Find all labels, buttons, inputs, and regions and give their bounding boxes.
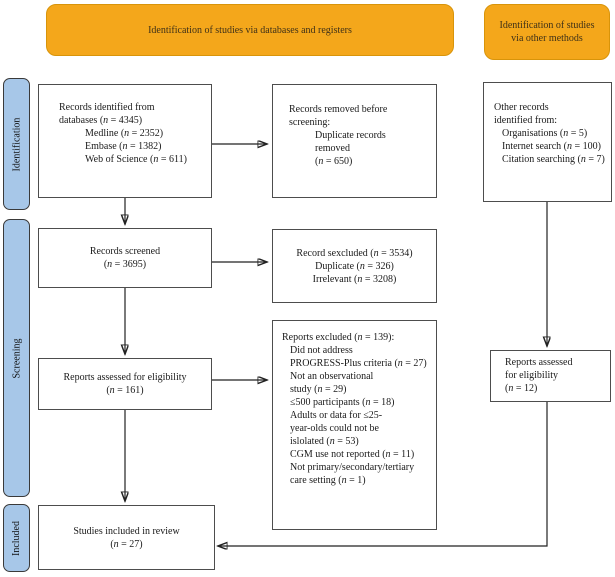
box-other-records-identified: Other records identified from: Organisatio… — [483, 82, 612, 202]
box-line: (n = 12) — [505, 383, 538, 394]
box-line: Records screened — [89, 246, 161, 257]
box-line: Reports assessed — [505, 357, 573, 368]
box-reports-assessed-other-methods: Reports assessed for eligibility (n = 12) — [490, 350, 611, 402]
box-line: removed — [315, 143, 350, 154]
box-line: CGM use not reported (n = 11) — [290, 449, 415, 460]
box-line: (n = 161) — [106, 385, 144, 396]
box-line: Did not address — [290, 345, 353, 356]
box-line: (n = 3695) — [103, 259, 147, 270]
banner-databases-registers: Identification of studies via databases … — [46, 4, 454, 56]
box-line: (n = 650) — [315, 156, 353, 167]
box-line: Reports assessed for eligibility — [63, 372, 187, 383]
box-line: Reports excluded (n = 139): — [282, 332, 395, 343]
box-line: Records identified from — [59, 102, 155, 113]
stage-label-text: Included — [11, 520, 22, 556]
box-line: care setting (n = 1) — [290, 475, 366, 486]
stage-label-identification: Identification — [3, 78, 30, 210]
box-line: databases (n = 4345) — [59, 115, 143, 126]
banner-other-methods: Identification of studies via other meth… — [484, 4, 610, 60]
box-reports-assessed-eligibility: Reports assessed for eligibility (n = 161… — [38, 358, 212, 410]
box-line: ≤500 participants (n = 18) — [290, 397, 395, 408]
stage-label-screening: Screening — [3, 219, 30, 497]
box-line: Record sexcluded (n = 3534) — [296, 247, 413, 259]
stage-label-included: Included — [3, 504, 30, 572]
box-studies-included-review: Studies included in review(n = 27) — [38, 505, 215, 570]
box-line: for eligibility — [505, 370, 559, 381]
box-records-excluded: Record sexcluded (n = 3534)Duplicate (n … — [272, 229, 437, 303]
box-line: Medline (n = 2352) — [85, 128, 164, 139]
box-line: Citation searching (n = 7) — [502, 154, 605, 165]
box-line: islolated (n = 53) — [290, 436, 359, 447]
box-records-screened: Records screened (n = 3695) — [38, 228, 212, 288]
box-line: Records removed before — [289, 104, 388, 115]
box-line: Studies included in review — [73, 525, 180, 537]
box-line: Duplicate (n = 326) — [315, 260, 394, 272]
box-line: Not an observational — [290, 371, 374, 382]
box-line: Other records — [494, 102, 549, 113]
stage-label-text: Screening — [11, 338, 22, 378]
box-line: screening: — [289, 117, 331, 128]
box-line: year-olds could not be — [290, 423, 379, 434]
box-line: Duplicate records — [315, 130, 386, 141]
box-line: PROGRESS-Plus criteria (n = 27) — [290, 358, 427, 369]
box-line: (n = 27) — [110, 538, 143, 550]
box-line: Web of Science (n = 611) — [85, 154, 187, 165]
stage-label-text: Identification — [11, 117, 22, 171]
box-line: Not primary/secondary/tertiary — [290, 462, 415, 473]
box-line: Embase (n = 1382) — [85, 141, 162, 152]
box-line: identified from: — [494, 115, 558, 126]
box-line: Adults or data for ≤25- — [290, 410, 383, 421]
box-line: Irrelevant (n = 3208) — [312, 273, 397, 285]
box-line: Organisations (n = 5) — [502, 128, 588, 139]
box-records-identified-databases: Records identified from databases (n = 43… — [38, 84, 212, 198]
box-reports-excluded: Reports excluded (n = 139): Did not addre… — [272, 320, 437, 530]
box-line: Internet search (n = 100) — [502, 141, 601, 152]
box-line: study (n = 29) — [290, 384, 347, 395]
box-records-removed-before-screening: Records removed before screening: Duplicat… — [272, 84, 437, 198]
